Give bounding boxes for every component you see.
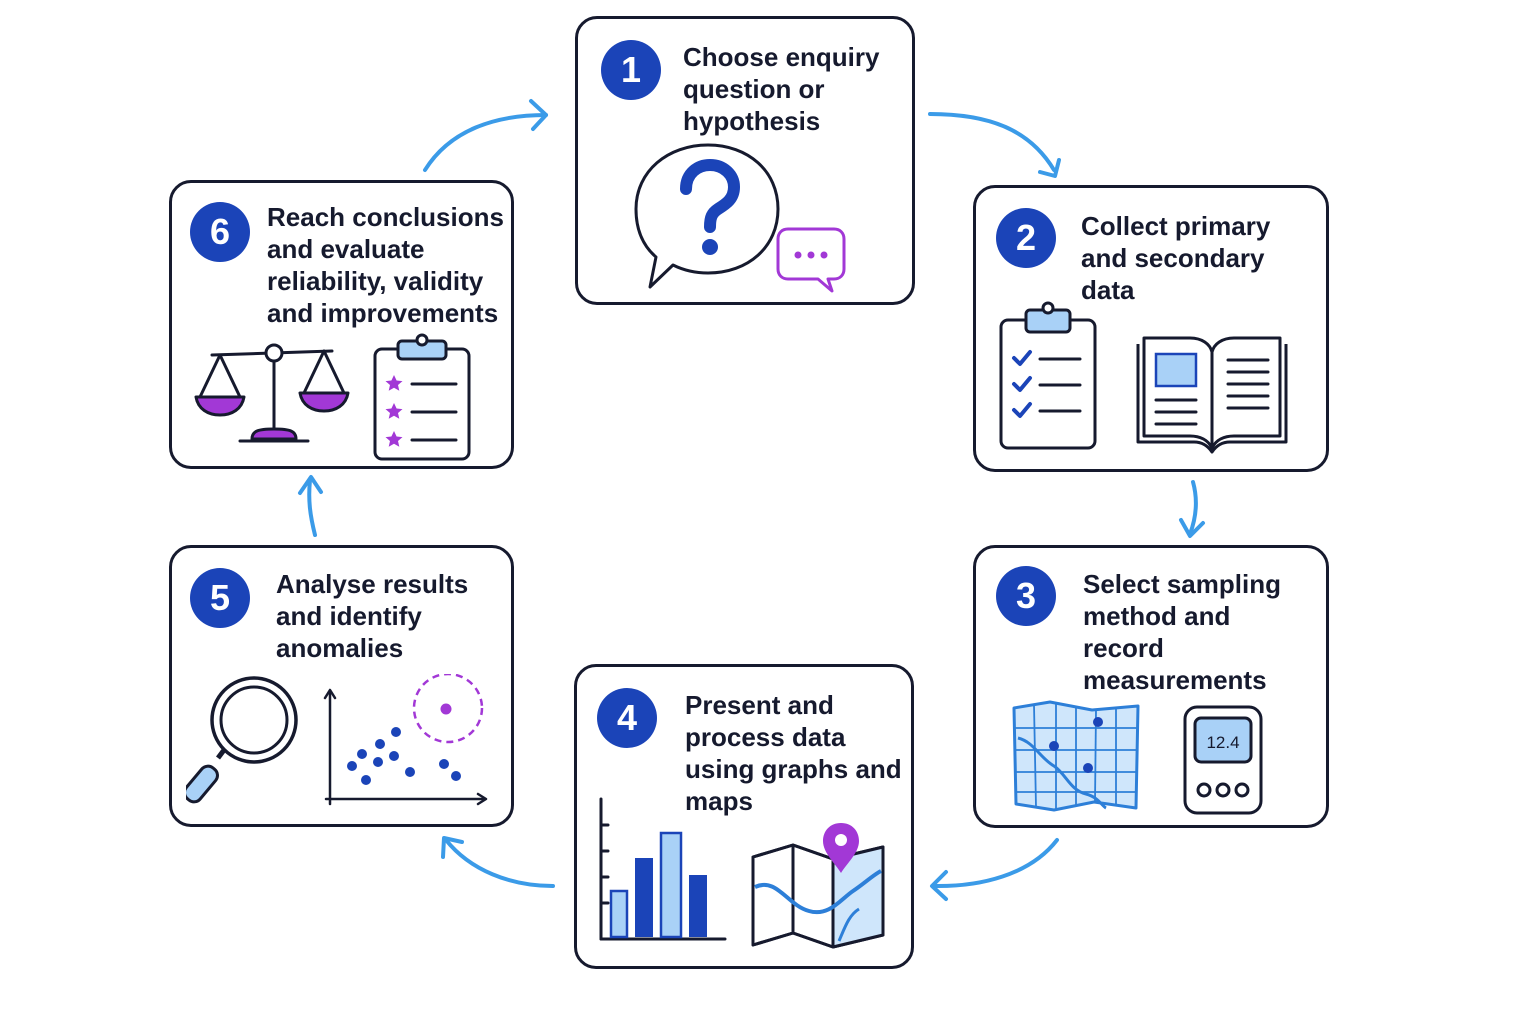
step-title: Present and process data using graphs an…: [685, 690, 902, 816]
step-card-4: 4 Present and process data using graphs …: [574, 664, 914, 969]
step-card-2: 2 Collect primary and secondary data: [973, 185, 1329, 472]
arrow-6-to-1: [423, 99, 548, 172]
step-number-badge: 2: [996, 208, 1056, 268]
step-title: Reach conclusions and evaluate reliabili…: [267, 202, 504, 328]
open-book-icon: [1136, 336, 1288, 454]
device-reading: 12.4: [1206, 733, 1239, 752]
step-number-badge: 5: [190, 568, 250, 628]
arrow-2-to-3: [1179, 480, 1205, 538]
step-number-badge: 6: [190, 202, 250, 262]
measuring-device-icon: 12.4: [1183, 705, 1263, 815]
step-number-badge: 1: [601, 40, 661, 100]
step-number-badge: 4: [597, 688, 657, 748]
step-number-badge: 3: [996, 566, 1056, 626]
arrow-5-to-6: [298, 475, 323, 537]
arrow-4-to-5: [441, 836, 555, 888]
star-clipboard-icon: [373, 333, 471, 461]
step-card-6: 6 Reach conclusions and evaluate reliabi…: [169, 180, 514, 469]
step-title: Choose enquiry question or hypothesis: [683, 42, 880, 136]
magnifying-glass-icon: [186, 676, 298, 804]
bar-graph-icon: [599, 797, 727, 941]
chat-bubble-icon: [776, 227, 846, 293]
step-title: Collect primary and secondary data: [1081, 211, 1271, 305]
step-card-3: 3 Select sampling method and record meas…: [973, 545, 1329, 828]
folded-map-pin-icon: [751, 823, 885, 949]
scatter-plot-anomaly-icon: [323, 674, 488, 806]
checklist-clipboard-icon: [999, 301, 1097, 450]
step-card-1: 1 Choose enquiry question or hypothesis: [575, 16, 915, 305]
grid-map-icon: [1012, 700, 1140, 812]
arrow-1-to-2: [928, 112, 1061, 178]
step-card-5: 5 Analyse results and identify anomalies: [169, 545, 514, 827]
speech-bubble-question-icon: [634, 143, 780, 289]
arrow-3-to-4: [930, 838, 1059, 901]
step-title: Analyse results and identify anomalies: [276, 569, 469, 663]
balance-scale-icon: [194, 343, 350, 443]
step-title: Select sampling method and record measur…: [1083, 569, 1281, 695]
